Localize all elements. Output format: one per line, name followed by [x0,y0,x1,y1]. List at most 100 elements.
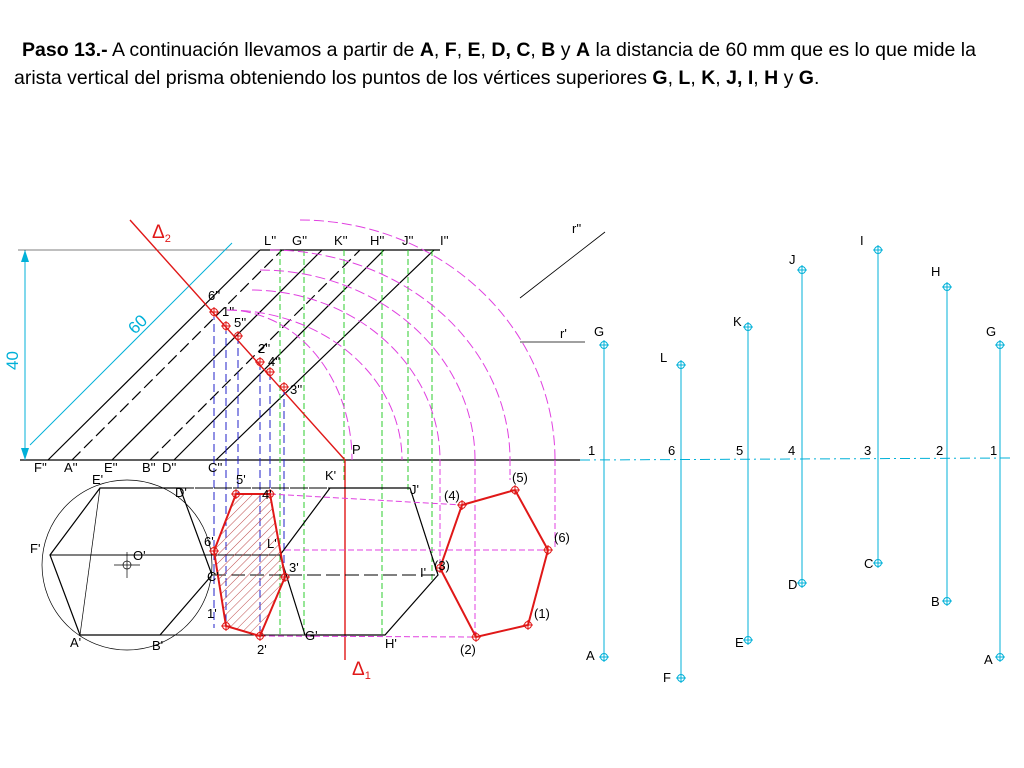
true-shape [438,488,550,639]
development-bottom-label: A [586,648,595,663]
plan-base-label: F' [30,541,40,556]
development-bottom-point [873,558,883,568]
development-top-label: I [860,233,864,248]
plan-base-label: A' [70,635,81,650]
caption-sep: y [778,67,799,89]
development-bottom-point [599,652,609,662]
elevation-base-label: F'' [34,460,47,475]
true-shape-point [510,485,520,495]
caption-sep: y [555,39,576,61]
plan-base-label: D' [175,485,187,500]
development-bottom-label: D [788,577,797,592]
dimension-60: 60 [29,242,233,446]
delta1-symbol: Δ1 [352,659,371,682]
true-shape-point [435,563,445,573]
section-plan-label: 1' [207,606,217,621]
caption-vertex: H [764,67,779,89]
development-number: 5 [736,443,743,458]
section-elev-label: 2'' [258,341,270,356]
caption-sep: , [530,39,542,61]
section-point-plan [255,631,265,641]
plan-top-label: G' [305,628,318,643]
caption-vertex: I [747,67,754,89]
elevation-top-label: I'' [440,233,449,248]
development-number: 2 [936,443,943,458]
development [603,250,1001,678]
elevation-edges [47,249,435,461]
elevation-top-label: K'' [334,233,348,248]
development-number: 3 [864,443,871,458]
development-top-point [676,360,686,370]
development-bottom-point [676,673,686,683]
section-elev-label: 4'' [268,354,280,369]
section-elev-label: 6'' [208,288,220,303]
plan-top-label: I' [420,565,426,580]
trace-r2-label: r'' [572,221,581,236]
section-point-elevation [279,382,289,392]
section-point-elevation [233,331,243,341]
caption-text: A continuación llevamos a partir de [107,39,420,61]
development-bottom-point [942,596,952,606]
development-bottom-label: B [931,594,940,609]
true-shape-label: (3) [434,558,450,573]
delta2-symbol: Δ2 [152,222,171,245]
development-top-label: G [986,324,996,339]
development-top-label: G [594,324,604,339]
elevation-base-label: B'' [142,460,156,475]
caption-vertex: G [798,67,814,89]
development-bottom-point [995,652,1005,662]
caption-sep: , [667,67,679,89]
development-number: 4 [788,443,795,458]
development-bottom-point [743,635,753,645]
development-bottom-point [797,578,807,588]
true-shape-point [523,620,533,630]
section-plan-label: 2' [257,642,267,657]
caption-vertex: J, [726,67,743,89]
caption-vertex: L [678,67,691,89]
true-shape-label: (2) [460,642,476,657]
development-bottom-label: E [735,635,744,650]
caption-vertex: E [467,39,481,61]
development-top-point [995,340,1005,350]
caption-vertex: C [516,39,531,61]
true-shape-label: (1) [534,606,550,621]
section-point-plan [280,572,290,582]
caption-vertex: G [652,67,668,89]
true-shape-label: (4) [444,488,460,503]
true-shape-links [259,493,548,638]
caption-sep: . [813,67,820,89]
elevation-top-label: J'' [402,233,413,248]
development-bottom-label: F [663,670,671,685]
trace-r1-label: r' [560,326,567,341]
development-top-label: J [789,252,796,267]
plan-top-label: L' [267,536,277,551]
trace-p-label: P [352,442,361,457]
development-number: 1 [588,443,595,458]
plan-base-label: B' [152,638,163,653]
plan-top-label: K' [325,468,336,483]
plan-center-label: O' [133,548,146,563]
section-point-plan [209,546,219,556]
elevation-base-label: A'' [64,460,78,475]
elevation-base-label: C'' [208,460,222,475]
elevation-top-label: H'' [370,233,384,248]
caption-vertex: B [541,39,556,61]
plan-base [41,479,213,651]
traces [519,231,606,343]
development-number: 6 [668,443,675,458]
elevation-top-label: G'' [292,233,307,248]
section-plan-label: 6' [204,534,214,549]
elevation-base-label: D'' [162,460,176,475]
development-top-label: H [931,264,940,279]
development-number: 1 [990,443,997,458]
section-point-elevation [255,357,265,367]
plan-base-label: E' [92,472,103,487]
arc-projectors [439,460,556,635]
plan-top-label: H' [385,636,397,651]
development-top-point [743,322,753,332]
section-plan-label: 3' [289,560,299,575]
caption-sep: , [753,67,765,89]
caption-vertex: A [575,39,591,61]
dim-60-label: 60 [124,311,151,338]
development-top-point [797,265,807,275]
